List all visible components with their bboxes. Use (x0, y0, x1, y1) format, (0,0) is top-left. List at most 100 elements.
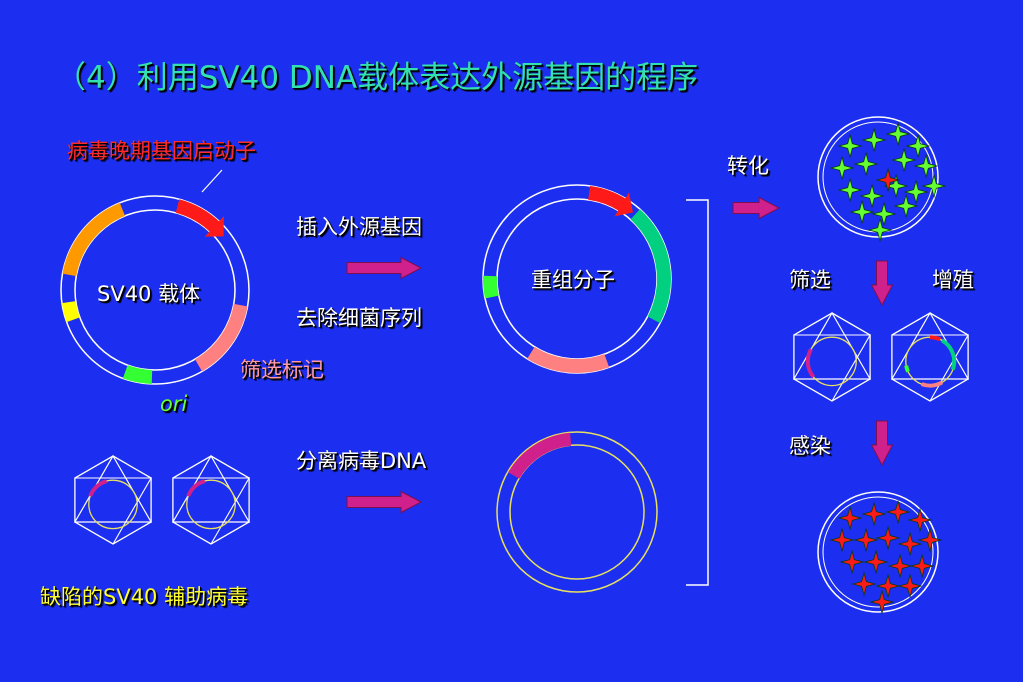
plaque-star-red (863, 549, 889, 575)
culture-dish-infected (817, 491, 943, 615)
arrow-screen (870, 260, 894, 307)
plaque-star-red (907, 507, 933, 533)
isolate-dna-label: 分离病毒DNA (296, 449, 427, 473)
virus4-segment-3 (904, 365, 910, 373)
rec-promoter-segment (587, 185, 627, 212)
arrow3-shape (732, 196, 781, 220)
plaque-star-red (885, 499, 911, 525)
orange-segment (62, 202, 126, 277)
colony-star-red (875, 167, 901, 193)
transform-label: 转化 (727, 154, 769, 178)
colony-star-green (871, 201, 897, 227)
helper1-genome (88, 479, 138, 530)
plaque-star-red (897, 531, 923, 557)
promoter-pointer (201, 169, 223, 193)
recombinant-label: 重组分子 (531, 268, 615, 292)
arrow1-shape (346, 256, 423, 280)
plaque-star-red (875, 525, 901, 551)
virus3-face (792, 311, 872, 380)
plaque-star-red (829, 527, 855, 553)
plaque-star-red (875, 573, 901, 599)
colony-star-green (849, 199, 875, 225)
colony-star-green (883, 173, 909, 199)
remove-bacterial-label: 去除细菌序列 (296, 306, 422, 330)
helper2-genome (186, 479, 236, 530)
helper2-edge (172, 477, 251, 545)
arrow4-shape (870, 260, 894, 307)
virus4-edge (891, 334, 970, 402)
helper2-face (171, 454, 251, 523)
colony-star-green (921, 173, 947, 199)
arrow-transform (732, 196, 781, 220)
helper-virus-1 (73, 454, 153, 545)
plaque-star-red (861, 501, 887, 527)
infect-label: 感染 (789, 434, 831, 458)
colony-star-green (861, 127, 887, 153)
foreign-gene-segment (630, 209, 671, 324)
helper1-edge (74, 477, 153, 545)
colony-star-green (913, 153, 939, 179)
virus-particle-recombinant (890, 311, 970, 402)
promoter-segment-head (204, 216, 224, 237)
virus4-segment-1 (940, 338, 957, 371)
helper1-segment-0 (88, 479, 108, 497)
rec-marker-segment (527, 346, 610, 373)
culture-dish-transformed (817, 116, 947, 243)
virus3-edge (793, 334, 872, 402)
virus4-segment-2 (921, 380, 944, 388)
plaque-star-red (839, 549, 865, 575)
colony-star-green (903, 179, 929, 205)
helper2-segment-0 (186, 479, 206, 497)
helper-virus-2 (171, 454, 251, 545)
screen-label: 筛选 (789, 268, 831, 292)
promoter-label: 病毒晚期基因启动子 (67, 139, 256, 163)
recombinant-plasmid (482, 184, 672, 374)
yellow-segment (61, 300, 80, 323)
helper1-face (73, 454, 153, 523)
arrow-infect (870, 420, 894, 467)
bracket (686, 199, 709, 586)
helper2-capsid (172, 455, 250, 545)
plaque-star-red (887, 553, 913, 579)
virus4-face (890, 311, 970, 380)
virus-particle-screened (792, 311, 872, 402)
colony-star-green (867, 217, 893, 243)
rec-ori-segment (483, 275, 499, 299)
plaque-star-red (917, 527, 943, 553)
arrow5-shape (870, 420, 894, 467)
promoter-segment (175, 199, 221, 233)
plaque-star-red (869, 589, 895, 615)
colony-star-green (905, 133, 931, 159)
amplify-label: 增殖 (932, 268, 974, 292)
colony-star-green (853, 151, 879, 177)
arrow2-shape (346, 490, 423, 514)
arrow-isolate (346, 490, 423, 514)
helper-virus-label: 缺陷的SV40 辅助病毒 (40, 585, 249, 609)
plaque-star-red (851, 571, 877, 597)
insert-gene-label: 插入外源基因 (296, 215, 422, 239)
selection-marker-label: 筛选标记 (240, 358, 324, 382)
virus4-segment-0 (929, 335, 942, 342)
colony-star-green (837, 133, 863, 159)
colony-star-green (859, 183, 885, 209)
colony-star-green (837, 177, 863, 203)
page-title: （4）利用SV40 DNA载体表达外源基因的程序 (55, 60, 699, 96)
viral-dna-insert-segment (508, 432, 572, 479)
virus3-segment-0 (805, 348, 816, 379)
viral-dna-circle (496, 431, 658, 593)
colony-star-green (893, 193, 919, 219)
plaque-star-red (897, 573, 923, 599)
arrow-insert (346, 256, 423, 280)
colony-star-green (885, 121, 911, 147)
rec-promoter-segment-head (614, 192, 633, 217)
plaque-star-red (909, 553, 935, 579)
plaque-star-red (853, 527, 879, 553)
ori-label: ori (160, 392, 188, 416)
colony-star-green (829, 155, 855, 181)
virus4-capsid (891, 312, 969, 402)
virus3-genome (807, 336, 857, 387)
plaque-star-red (837, 505, 863, 531)
colony-star-green (891, 147, 917, 173)
sv40-vector-plasmid (60, 195, 250, 385)
